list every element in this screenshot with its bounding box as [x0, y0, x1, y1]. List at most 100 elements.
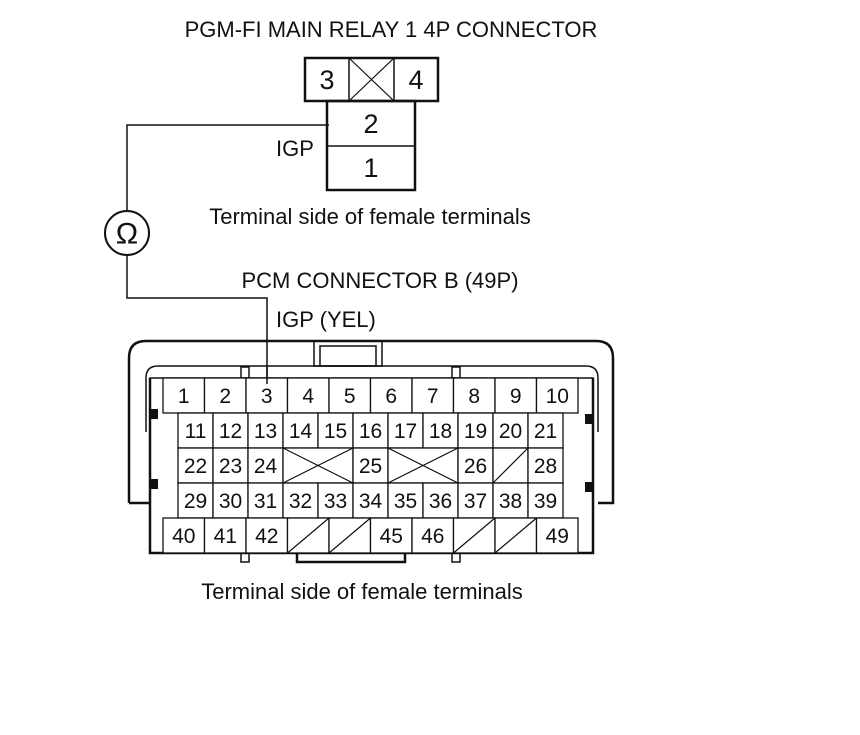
pcm-pin-label: 6	[385, 385, 397, 408]
pcm-pin-label: 26	[464, 455, 487, 478]
pcm-terminal-19: 19	[457, 412, 494, 449]
relay-pin-1: 1	[363, 153, 378, 183]
pcm-pin-label: 3	[261, 385, 273, 408]
relay-pin-2: 2	[363, 109, 378, 139]
pcm-empty-cavity	[286, 517, 330, 554]
pcm-terminal-42: 42	[245, 517, 289, 554]
pcm-terminal-17: 17	[387, 412, 424, 449]
pcm-pin-label: 46	[421, 525, 444, 548]
ohm-symbol: Ω	[116, 218, 138, 251]
pcm-connector-title: PCM CONNECTOR B (49P)	[241, 268, 518, 293]
pcm-pin-label: 11	[185, 420, 207, 443]
pcm-pin-label: 14	[289, 420, 313, 443]
pcm-pin-label: 28	[534, 455, 557, 478]
pcm-pin-label: 35	[394, 490, 417, 513]
pcm-pin-label: 39	[534, 490, 557, 513]
pcm-terminal-37: 37	[457, 482, 494, 519]
pcm-terminal-38: 38	[492, 482, 529, 519]
pcm-pin-label: 5	[344, 385, 356, 408]
pcm-terminal-26: 26	[457, 447, 494, 484]
pcm-terminal-31: 31	[247, 482, 284, 519]
pcm-terminal-13: 13	[247, 412, 284, 449]
pcm-pin-label: 34	[359, 490, 383, 513]
pcm-terminal-8: 8	[452, 377, 496, 414]
pcm-terminal-36: 36	[422, 482, 459, 519]
pcm-pin-label: 24	[254, 455, 278, 478]
pcm-terminal-15: 15	[317, 412, 354, 449]
pcm-terminal-30: 30	[212, 482, 249, 519]
test-lead-top	[126, 124, 329, 211]
pcm-terminal-39: 39	[527, 482, 564, 519]
relay-connector-title: PGM-FI MAIN RELAY 1 4P CONNECTOR	[185, 17, 598, 42]
pcm-terminal-21: 21	[527, 412, 564, 449]
pcm-pin-label: 41	[214, 525, 237, 548]
pcm-pin-label: 2	[219, 385, 231, 408]
pcm-pin-label: 19	[464, 420, 487, 443]
pcm-empty-cavity	[282, 447, 354, 484]
test-lead-bottom	[126, 255, 268, 400]
pcm-pin-label: 32	[289, 490, 312, 513]
pcm-pin-label: 25	[359, 455, 382, 478]
pcm-pin-label: 13	[254, 420, 277, 443]
pcm-terminal-22: 22	[177, 447, 214, 484]
pcm-pin-label: 17	[394, 420, 417, 443]
pcm-terminal-16: 16	[352, 412, 389, 449]
pcm-terminal-7: 7	[411, 377, 455, 414]
pcm-terminal-20: 20	[492, 412, 529, 449]
pcm-pin-label: 15	[324, 420, 347, 443]
relay-connector: 3 4 2 1	[303, 56, 440, 192]
pcm-pin-label: 33	[324, 490, 347, 513]
pcm-pin-label: 8	[468, 385, 480, 408]
pcm-terminal-28: 28	[527, 447, 564, 484]
pcm-pin-label: 29	[184, 490, 207, 513]
pcm-pin-label: 37	[464, 490, 487, 513]
pcm-terminal-49: 49	[535, 517, 579, 554]
pcm-pin-label: 10	[546, 385, 569, 408]
pcm-pin-label: 23	[219, 455, 242, 478]
ohmmeter-icon: Ω	[104, 210, 150, 256]
relay-pin-3: 3	[319, 65, 334, 95]
pcm-terminal-1: 1	[162, 377, 206, 414]
pcm-pin-label: 36	[429, 490, 452, 513]
pcm-terminal-41: 41	[203, 517, 247, 554]
pcm-terminal-10: 10	[535, 377, 579, 414]
pcm-latch	[313, 340, 383, 367]
pcm-empty-cavity	[492, 447, 529, 484]
pcm-empty-cavity	[494, 517, 538, 554]
relay-pin-4: 4	[408, 65, 423, 95]
pcm-pin-label: 20	[499, 420, 522, 443]
pcm-pin-label: 40	[172, 525, 195, 548]
relay-wire-label: IGP	[276, 136, 314, 161]
pcm-empty-cavity	[387, 447, 459, 484]
pcm-terminal-35: 35	[387, 482, 424, 519]
pcm-pin-label: 21	[534, 420, 557, 443]
pcm-pin-label: 30	[219, 490, 242, 513]
pcm-pin-label: 18	[429, 420, 452, 443]
pcm-pin-label: 4	[302, 385, 314, 408]
pcm-pin-label: 49	[546, 525, 569, 548]
pcm-terminal-2: 2	[203, 377, 247, 414]
pcm-terminal-12: 12	[212, 412, 249, 449]
pcm-terminal-34: 34	[352, 482, 389, 519]
pcm-terminal-32: 32	[282, 482, 319, 519]
pcm-terminal-9: 9	[494, 377, 538, 414]
pcm-empty-cavity	[452, 517, 496, 554]
pcm-terminal-33: 33	[317, 482, 354, 519]
pcm-pin-label: 16	[359, 420, 382, 443]
pcm-terminal-24: 24	[247, 447, 284, 484]
pcm-pin-label: 22	[184, 455, 207, 478]
pcm-empty-cavity	[328, 517, 372, 554]
pcm-pin-label: 7	[427, 385, 439, 408]
pcm-pin-label: 12	[219, 420, 242, 443]
pcm-wire-label: IGP (YEL)	[276, 307, 376, 332]
pcm-terminal-45: 45	[369, 517, 413, 554]
pcm-pin-label: 42	[255, 525, 278, 548]
relay-caption: Terminal side of female terminals	[209, 204, 531, 229]
pcm-terminal-29: 29	[177, 482, 214, 519]
pcm-pin-label: 1	[178, 385, 190, 408]
pcm-terminal-11: 11	[177, 412, 214, 449]
pcm-terminal-40: 40	[162, 517, 206, 554]
pcm-terminal-6: 6	[369, 377, 413, 414]
